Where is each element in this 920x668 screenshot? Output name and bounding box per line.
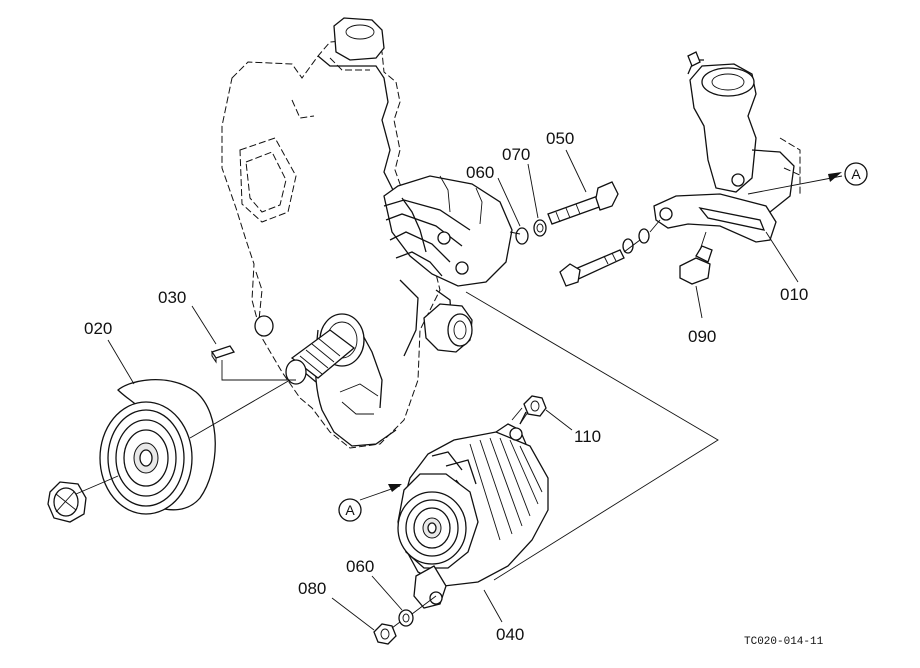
reference-marker-right: A (844, 162, 868, 186)
water-pump-body (383, 175, 513, 357)
alternator-adjust-bracket (653, 193, 777, 243)
figure-code: TC020-014-11 (744, 636, 824, 648)
washer-bracket-2 (638, 228, 650, 244)
part-label-040: 040 (496, 625, 524, 644)
washer-060-bottom (398, 609, 414, 627)
woodruff-key (210, 345, 236, 364)
marker-left-text: A (345, 502, 355, 518)
alternator (397, 407, 549, 609)
marker-right-text: A (851, 166, 861, 182)
part-label-010: 010 (780, 285, 808, 304)
bolt-adjust (559, 249, 625, 287)
crankshaft-end (285, 313, 365, 385)
thermostat-housing (687, 51, 803, 213)
part-label-060-bottom: 060 (346, 557, 374, 576)
spring-washer-070 (533, 219, 547, 237)
part-label-020: 020 (84, 319, 112, 338)
part-label-110: 110 (574, 427, 601, 446)
washer-060-top (515, 227, 529, 245)
part-label-070: 070 (502, 145, 530, 164)
part-label-060-top: 060 (466, 163, 494, 182)
gear-case-housing (221, 17, 441, 449)
bolt-050 (547, 181, 619, 225)
washer-bracket-1 (622, 238, 634, 254)
coolant-outlet-pipe (423, 303, 473, 353)
nut-110 (523, 395, 547, 417)
assembly-lines (75, 149, 843, 631)
part-label-050: 050 (546, 129, 574, 148)
arrow-to-marker-right (828, 172, 842, 182)
reference-marker-left: A (338, 498, 362, 522)
arrow-from-marker-left (388, 484, 402, 492)
part-label-090: 090 (688, 327, 716, 346)
crank-pulley-nut (47, 481, 87, 523)
bolt-090 (679, 245, 713, 285)
fan-drive-pulley (99, 379, 216, 515)
nut-080 (373, 623, 397, 645)
part-label-080: 080 (298, 579, 326, 598)
part-label-030: 030 (158, 288, 186, 307)
